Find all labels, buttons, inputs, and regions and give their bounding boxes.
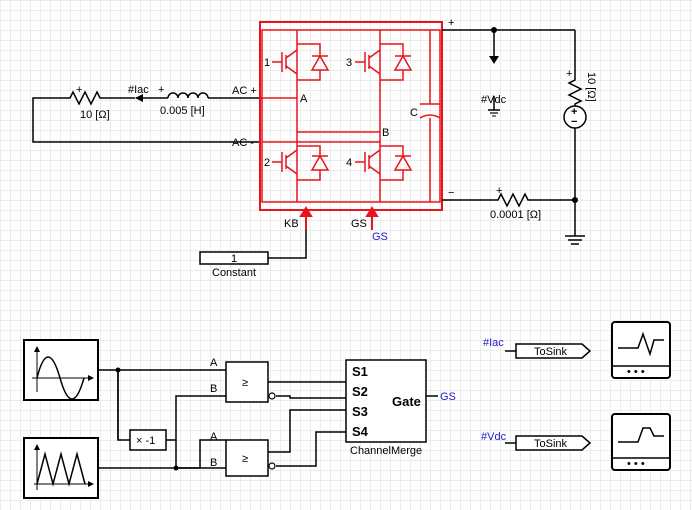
resistor-dc-value: 0.0001 [Ω] — [490, 209, 541, 221]
node-a-label: A — [300, 93, 308, 105]
resistor-ac-value: 10 [Ω] — [80, 109, 110, 121]
ground-icon — [565, 235, 585, 245]
resistor-load-plus: + — [566, 68, 572, 80]
comparator-1[interactable]: ≥ A B — [210, 357, 276, 403]
vdc-monitor[interactable]: #Vdc ToSink — [481, 431, 592, 451]
vsrc-minus: − — [571, 116, 577, 128]
junction-dot — [115, 367, 121, 373]
constant-label: Constant — [212, 267, 256, 279]
constant-block[interactable]: 1 Constant — [199, 230, 307, 279]
vdc-probe-label: #Vdc — [481, 94, 507, 106]
switch-3-label: 3 — [346, 57, 352, 69]
inductor-ac-value: 0.005 [H] — [160, 105, 205, 117]
iac-probe-label: #Iac — [128, 84, 149, 96]
comparator-1-symbol: ≥ — [242, 377, 248, 389]
switch-3[interactable] — [355, 43, 413, 81]
scope-2[interactable]: • • • — [611, 413, 671, 471]
channel-merge-block[interactable]: S1 S2 S3 S4 Gate ChannelMerge — [345, 359, 427, 457]
vdc-tag: #Vdc — [481, 431, 507, 443]
gs-input-label: GS — [351, 218, 367, 230]
vsrc-plus: + — [571, 106, 577, 118]
junction-dot — [173, 465, 179, 471]
control-wires — [98, 369, 438, 469]
comparator-2-port-a: A — [210, 431, 218, 443]
switch-2[interactable] — [272, 145, 330, 181]
resistor-dc-plus: + — [496, 185, 502, 197]
scope-1-dots: • • • — [627, 366, 645, 378]
iac-tag: #Iac — [483, 337, 504, 349]
junction-dot — [491, 27, 497, 33]
switch-1[interactable] — [272, 43, 330, 81]
kb-label: KB — [284, 218, 299, 230]
dc-voltage-source[interactable]: + − — [563, 105, 587, 129]
merge-input-s2: S2 — [352, 384, 368, 399]
ac-pos-label: AC + — [232, 85, 257, 97]
ac-loop-wires — [32, 97, 262, 143]
vdc-tosink-label: ToSink — [534, 438, 568, 450]
comparator-2-port-b: B — [210, 457, 217, 469]
comparator-2-symbol: ≥ — [242, 453, 248, 465]
inverter-bridge[interactable] — [259, 21, 443, 211]
comparator-2[interactable]: ≥ A B — [210, 431, 276, 477]
switch-4-label: 4 — [346, 157, 352, 169]
resistor-load-value: 10 [Ω] — [585, 72, 597, 102]
resistor-load[interactable]: + 10 [Ω] — [566, 68, 597, 106]
merge-input-s1: S1 — [352, 364, 368, 379]
merge-input-s4: S4 — [352, 424, 369, 439]
constant-value: 1 — [231, 253, 237, 265]
ac-neg-label: AC - — [232, 137, 254, 149]
vdc-probe[interactable]: #Vdc — [481, 56, 507, 117]
merge-input-s3: S3 — [352, 404, 368, 419]
switch-1-label: 1 — [264, 57, 270, 69]
resistor-ac-plus: + — [76, 84, 82, 96]
switch-4[interactable] — [355, 145, 413, 181]
merge-output-gate: Gate — [392, 394, 421, 409]
sine-source-block[interactable] — [23, 339, 99, 401]
junction-dot — [572, 197, 578, 203]
gain-block[interactable]: × -1 — [129, 429, 167, 451]
inductor-ac[interactable]: 0.005 [H] — [153, 92, 220, 117]
scope-2-dots: • • • — [627, 458, 645, 470]
triangle-source-block[interactable] — [23, 437, 99, 499]
capacitor-label: C — [410, 107, 418, 119]
dc-pos-sign: + — [448, 17, 454, 29]
resistor-ac[interactable]: + 10 [Ω] — [62, 84, 110, 121]
switch-2-label: 2 — [264, 157, 270, 169]
merge-block-label: ChannelMerge — [350, 445, 422, 457]
scope-1[interactable]: • • • — [611, 321, 671, 379]
iac-probe-plus: + — [158, 84, 164, 96]
iac-monitor[interactable]: #Iac ToSink — [483, 337, 592, 359]
gain-label: × -1 — [136, 435, 155, 447]
node-b-label: B — [382, 127, 389, 139]
gs-signal-label: GS — [372, 231, 388, 243]
iac-probe[interactable]: #Iac + — [128, 84, 164, 102]
gate-input-arrows — [299, 206, 379, 230]
resistor-dc[interactable]: + 0.0001 [Ω] — [490, 185, 541, 221]
dc-bus-wires — [442, 29, 576, 236]
dc-neg-sign: − — [448, 187, 454, 199]
comparator-1-port-b: B — [210, 383, 217, 395]
comparator-1-port-a: A — [210, 357, 218, 369]
gs-output-label: GS — [440, 391, 456, 403]
iac-tosink-label: ToSink — [534, 346, 568, 358]
